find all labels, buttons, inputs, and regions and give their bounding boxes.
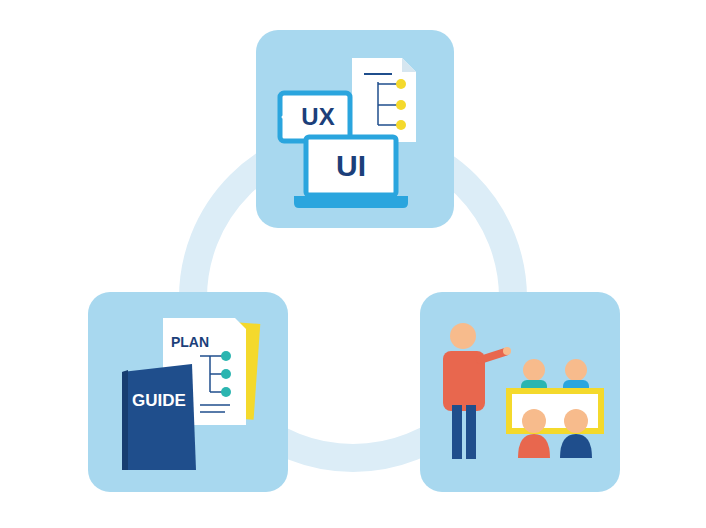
presentation-scene <box>443 323 601 459</box>
top-panel <box>256 30 454 228</box>
guide-label: GUIDE <box>132 392 186 409</box>
plan-documents <box>122 318 260 470</box>
left-panel <box>88 292 288 492</box>
tablet-label: UX <box>301 105 334 129</box>
laptop-label: UI <box>336 151 366 181</box>
planning-panel: PLAN GUIDE <box>88 292 288 492</box>
ui-ux-panel: UXUI <box>256 30 454 228</box>
plan-label: PLAN <box>171 335 209 349</box>
tablet-icon <box>280 93 350 141</box>
laptop-icon <box>294 137 408 208</box>
document-icon <box>352 58 416 142</box>
right-panel <box>420 292 620 492</box>
